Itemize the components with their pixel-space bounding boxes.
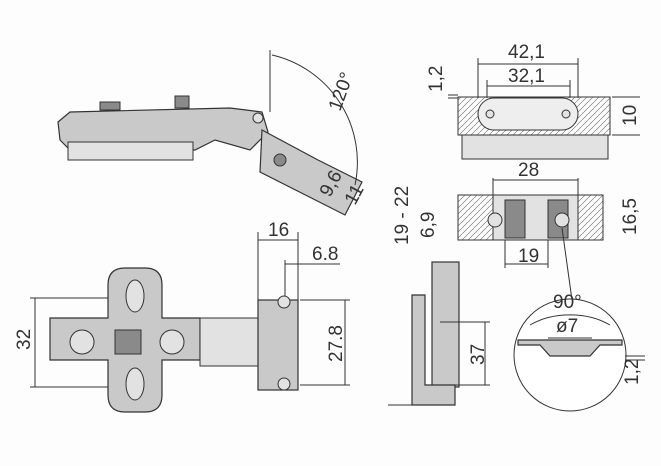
angle-label: 120° (325, 70, 358, 114)
dim-32-1: 32,1 (508, 66, 545, 87)
dim-1-2-top: 1,2 (426, 66, 447, 92)
dim-diameter-7: ø7 (556, 316, 578, 337)
dim-90-deg: 90° (553, 292, 582, 313)
dim-16: 16 (268, 220, 289, 241)
dim-42-1: 42,1 (508, 42, 545, 63)
dim-16-5: 16,5 (620, 198, 641, 235)
dim-19: 19 (518, 246, 539, 267)
dim-32: 32 (14, 329, 35, 350)
dim-6-9: 6,9 (418, 212, 439, 238)
dim-1-2-detail: 1,2 (622, 359, 643, 385)
hinge-side-view: 120° 9,6 11 (57, 50, 369, 216)
hole-detail-view: 90° ø7 1,2 (513, 292, 645, 412)
hinge-plate-top-view: 16 6.8 32 27.8 (14, 220, 350, 413)
dim-10: 10 (620, 105, 641, 126)
dim-19-22: 19 - 22 (392, 186, 413, 245)
dim-28: 28 (518, 160, 539, 181)
mount-plate-top-view: 42,1 32,1 1,2 10 (426, 42, 641, 160)
door-side-view: 37 (388, 261, 490, 406)
dim-6-8: 6.8 (312, 244, 338, 265)
dim-37: 37 (468, 344, 489, 365)
dim-27-8: 27.8 (326, 325, 347, 362)
mount-plate-front-view: 28 19 - 22 6,9 16,5 19 (392, 160, 641, 301)
